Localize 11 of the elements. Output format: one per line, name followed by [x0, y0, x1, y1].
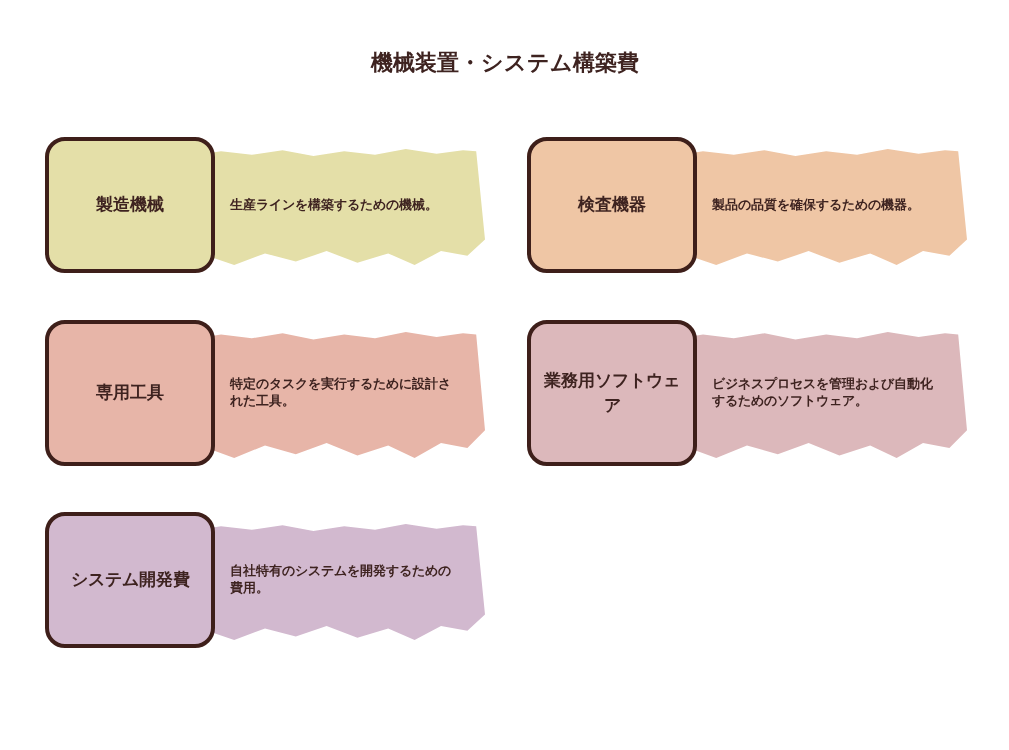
- category-description: 自社特有のシステムを開発するための費用。: [230, 563, 452, 597]
- category-description: 特定のタスクを実行するために設計された工具。: [230, 376, 452, 410]
- category-heading: 検査機器: [578, 193, 646, 217]
- diagram-title: 機械装置・システム構築費: [369, 49, 640, 77]
- category-description: ビジネスプロセスを管理および自動化するためのソフトウェア。: [712, 376, 934, 410]
- category-heading: 業務用ソフトウェア: [543, 368, 681, 417]
- category-heading: システム開発費: [70, 568, 190, 592]
- category-description: 生産ラインを構築するための機械。: [230, 196, 439, 214]
- category-heading: 製造機械: [96, 193, 164, 217]
- category-description: 製品の品質を確保するための機器。: [712, 196, 921, 214]
- category-heading: 専用工具: [96, 381, 164, 405]
